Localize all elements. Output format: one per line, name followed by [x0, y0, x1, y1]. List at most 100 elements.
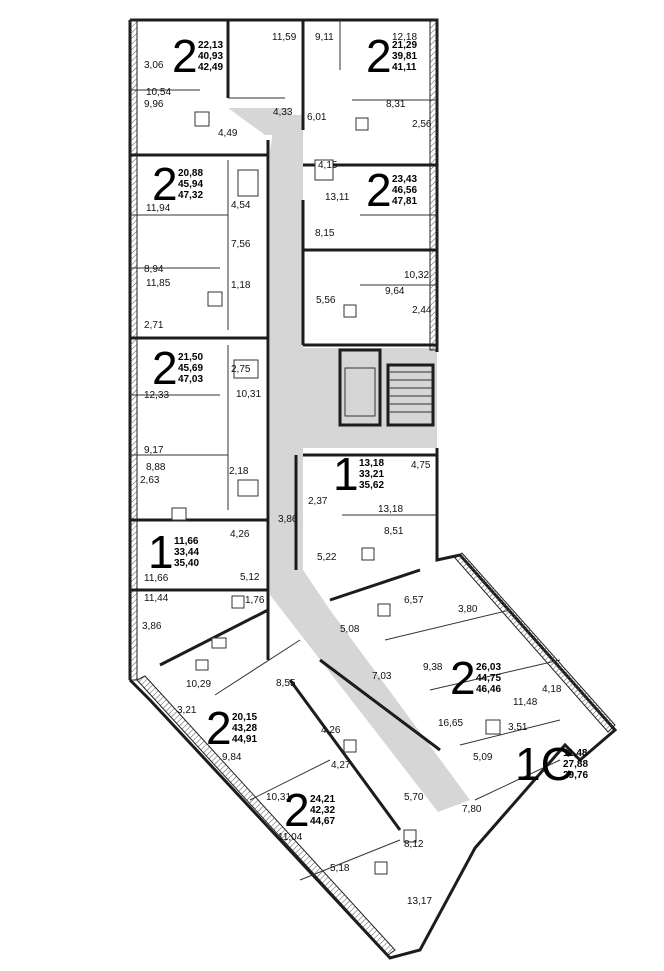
room-area-label: 2,75	[231, 364, 251, 375]
room-area-label: 8,88	[146, 462, 166, 473]
apartment-area: 43,28	[232, 723, 257, 734]
apartment-area: 45,94	[178, 179, 203, 190]
room-area-label: 12,18	[392, 32, 417, 43]
apartment-area: 23,43	[392, 174, 417, 185]
apartment-area: 21,29	[392, 40, 417, 51]
apartment-area: 44,75	[476, 673, 501, 684]
room-area-label: 4,26	[230, 529, 250, 540]
apartment-area: 20,15	[232, 712, 257, 723]
apartment-room-count: 2	[450, 652, 476, 704]
apartment-area: 41,11	[392, 62, 417, 73]
apartment-area: 35,62	[359, 480, 384, 491]
apartment-area: 21,50	[178, 352, 203, 363]
room-area-label: 7,03	[372, 671, 392, 682]
room-area-label: 3,21	[177, 705, 197, 716]
apartment-area: 33,21	[359, 469, 384, 480]
room-area-label: 10,32	[404, 270, 429, 281]
room-area-label: 4,54	[231, 200, 251, 211]
room-area-label: 13,17	[407, 896, 432, 907]
room-area-label: 11,48	[513, 697, 538, 708]
apartment-area: 11,66	[174, 536, 199, 547]
room-area-label: 4,49	[218, 128, 238, 139]
room-area-label: 10,31	[266, 792, 291, 803]
room-area-label: 2,71	[144, 320, 164, 331]
room-area-label: 10,29	[186, 679, 211, 690]
apartment-room-count: 2	[152, 342, 178, 394]
room-area-label: 9,96	[144, 99, 164, 110]
room-area-label: 5,70	[404, 792, 424, 803]
room-area-label: 12,33	[144, 390, 169, 401]
room-area-label: 9,11	[315, 32, 334, 43]
room-area-label: 4,75	[411, 460, 431, 471]
apartment-room-count: 1С	[515, 738, 574, 790]
apartment-room-count: 1	[148, 526, 174, 578]
room-area-label: 4,18	[542, 684, 562, 695]
apartment-area: 26,03	[476, 662, 501, 673]
apartment-area: 46,56	[392, 185, 417, 196]
apartment-area: 22,13	[198, 40, 223, 51]
room-area-label: 1,18	[231, 280, 251, 291]
room-area-label: 9,64	[385, 286, 405, 297]
apartment-area: 13,18	[359, 458, 384, 469]
apartment-area: 47,03	[178, 374, 203, 385]
room-area-label: 5,09	[473, 752, 493, 763]
apartment-area: 29,76	[563, 770, 588, 781]
building-walls	[128, 18, 618, 960]
room-area-label: 3,80	[458, 604, 478, 615]
room-area-label: 8,31	[386, 99, 406, 110]
apartment-room-count: 1	[333, 448, 359, 500]
room-area-label: 2,56	[412, 119, 432, 130]
room-area-label: 9,17	[144, 445, 164, 456]
room-area-label: 8,55	[276, 678, 296, 689]
room-area-label: 2,37	[308, 496, 328, 507]
room-area-label: 13,11	[325, 192, 350, 203]
room-area-label: 3,86	[142, 621, 162, 632]
room-area-label: 2,44	[412, 305, 432, 316]
room-area-label: 9,84	[222, 752, 242, 763]
room-area-label: 3,51	[508, 722, 528, 733]
apartment-area: 45,69	[178, 363, 203, 374]
apartment-room-count: 2	[366, 30, 392, 82]
apartment-room-count: 2	[172, 30, 198, 82]
room-area-label: 13,18	[378, 504, 403, 515]
room-area-label: 16,65	[438, 718, 463, 729]
apartment-room-count: 2	[206, 702, 232, 754]
apartment-area: 47,81	[392, 196, 417, 207]
room-area-label: 11,66	[144, 573, 169, 584]
apartment-area: 33,44	[174, 547, 199, 558]
apartment-room-count: 2	[284, 784, 310, 836]
room-area-label: 3,06	[144, 60, 164, 71]
room-area-label: 7,56	[231, 239, 251, 250]
room-area-label: 8,12	[404, 839, 424, 850]
apartment-area: 35,40	[174, 558, 199, 569]
apartment-area: 47,32	[178, 190, 203, 201]
room-area-label: 11,59	[272, 32, 297, 43]
room-area-label: 6,01	[307, 112, 327, 123]
apartment-area: 27,88	[563, 759, 588, 770]
apartment-area: 11,48	[563, 748, 588, 759]
room-area-label: 6,57	[404, 595, 424, 606]
room-area-label: 7,80	[462, 804, 482, 815]
apartment-area: 20,88	[178, 168, 203, 179]
room-area-label: 10,54	[146, 87, 171, 98]
apartment-area: 44,67	[310, 816, 335, 827]
apartment-area: 24,21	[310, 794, 335, 805]
apartment-area: 42,32	[310, 805, 335, 816]
room-area-label: 8,15	[315, 228, 335, 239]
apartment-area: 44,91	[232, 734, 257, 745]
room-area-label: 11,04	[278, 832, 303, 843]
room-area-label: 4,15	[318, 160, 338, 171]
apartment-room-count: 2	[366, 164, 392, 216]
room-area-label: 11,94	[146, 203, 171, 214]
room-area-label: 2,63	[140, 475, 160, 486]
apartment-area: 46,46	[476, 684, 501, 695]
